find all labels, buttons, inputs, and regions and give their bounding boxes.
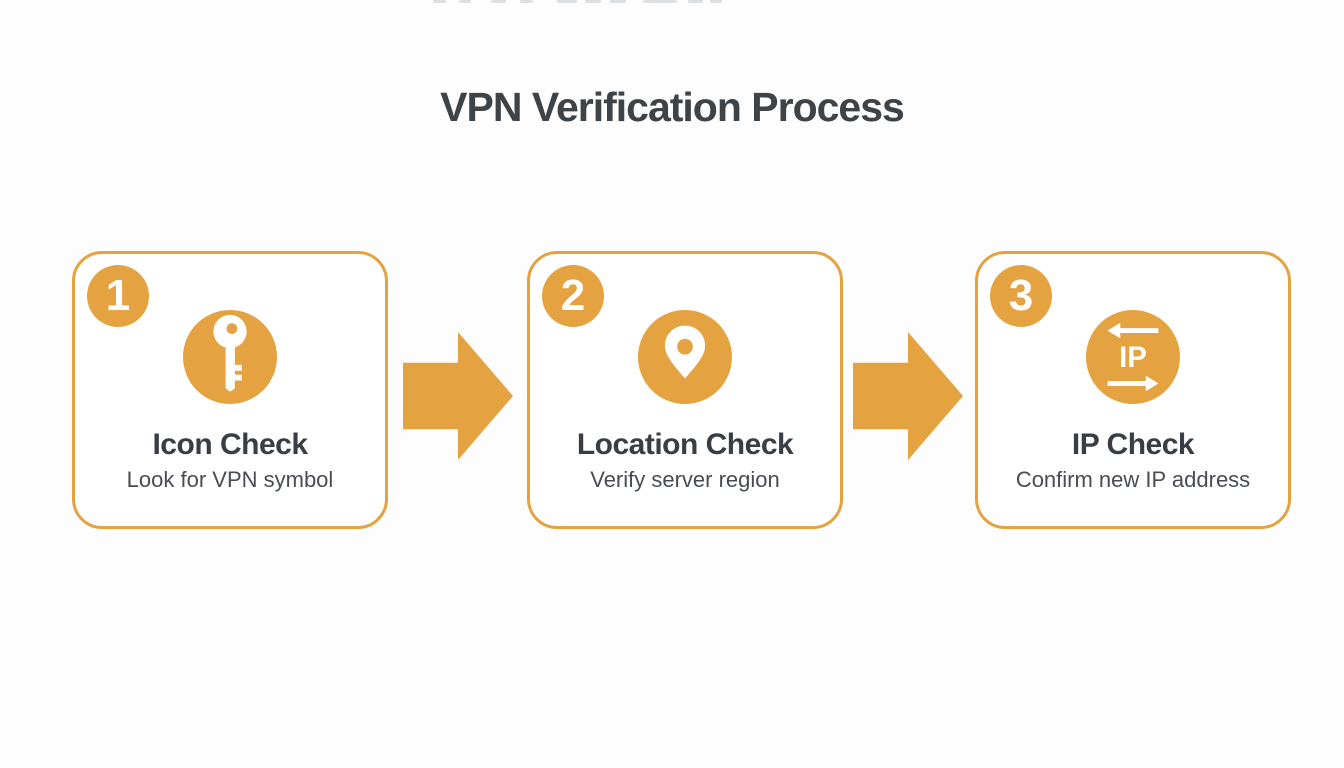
ip-transfer-icon: IP xyxy=(1086,310,1180,404)
page-title: VPN Verification Process xyxy=(440,84,905,130)
step-title: IP Check xyxy=(1071,428,1195,461)
step-number-badge: 3 xyxy=(990,265,1052,327)
step-card-location-check: 2 Location Check Verify server region xyxy=(527,251,843,529)
key-icon xyxy=(183,310,277,404)
arrow-right-icon xyxy=(403,332,513,460)
step-subtitle: Confirm new IP address xyxy=(1015,467,1251,492)
step-card-icon-check: 1 Icon Check Look for VPN symbol xyxy=(72,251,388,529)
step-number-badge: 2 xyxy=(542,265,604,327)
arrow-right-icon xyxy=(853,332,963,460)
step-number-badge: 1 xyxy=(87,265,149,327)
ip-label: IP xyxy=(1119,341,1147,374)
step-subtitle: Look for VPN symbol xyxy=(126,467,334,492)
location-pin-icon xyxy=(638,310,732,404)
step-number: 2 xyxy=(560,271,586,320)
step-number: 1 xyxy=(105,271,131,320)
step-card-ip-check: 3 IP IP Check Confirm new IP address xyxy=(975,251,1291,529)
step-subtitle: Verify server region xyxy=(590,467,780,492)
step-title: Icon Check xyxy=(152,428,308,461)
step-number: 3 xyxy=(1008,271,1034,320)
step-title: Location Check xyxy=(576,428,794,461)
